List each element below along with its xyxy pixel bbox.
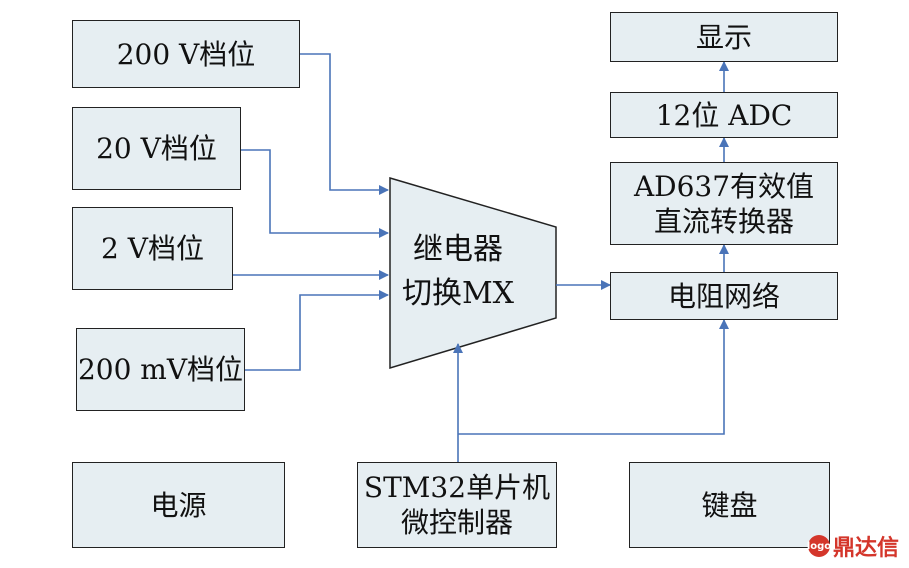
range-2v-block: 2 V档位 <box>72 207 233 290</box>
mcu-line2: 微控制器 <box>400 506 513 539</box>
watermark-seal-icon: logo <box>807 535 831 557</box>
power-label: 电源 <box>150 488 207 522</box>
range-200v-block: 200 V档位 <box>72 20 300 88</box>
range-200v-label: 200 V档位 <box>116 37 256 71</box>
relay-mux-label: 继电器 切换MX <box>398 228 518 315</box>
range-200mv-block: 200 mV档位 <box>76 328 245 411</box>
adc-block: 12位 ADC <box>610 92 838 138</box>
power-block: 电源 <box>72 462 285 548</box>
wire-mcu-to-network <box>458 319 729 435</box>
range-2v-label: 2 V档位 <box>101 232 204 265</box>
mux-line1: 继电器 <box>413 232 503 267</box>
ad637-block: AD637有效值 直流转换器 <box>610 162 838 245</box>
mcu-block: STM32单片机 微控制器 <box>357 462 557 548</box>
range-200mv-label: 200 mV档位 <box>77 353 244 386</box>
wire-200v-to-mux <box>300 53 389 195</box>
ad637-line2: 直流转换器 <box>653 204 794 238</box>
keyboard-block: 键盘 <box>629 462 830 548</box>
mux-line2: 切换MX <box>401 275 515 311</box>
resistor-network-label: 电阻网络 <box>667 279 780 313</box>
watermark-text: 鼎达信 <box>832 536 899 561</box>
resistor-network-block: 电阻网络 <box>610 272 838 320</box>
keyboard-label: 键盘 <box>701 488 758 522</box>
display-block: 显示 <box>610 12 838 62</box>
watermark: logo 鼎达信 <box>807 530 899 562</box>
relay-mux-shape <box>389 176 557 370</box>
display-label: 显示 <box>695 20 752 54</box>
range-20v-block: 20 V档位 <box>72 107 241 190</box>
mcu-line1: STM32单片机 <box>363 471 551 504</box>
ad637-line1: AD637有效值 <box>633 169 815 203</box>
range-20v-label: 20 V档位 <box>96 132 217 165</box>
wire-20v-to-mux <box>241 149 389 238</box>
adc-label: 12位 ADC <box>655 98 793 132</box>
wire-200mv-to-mux <box>245 290 389 371</box>
